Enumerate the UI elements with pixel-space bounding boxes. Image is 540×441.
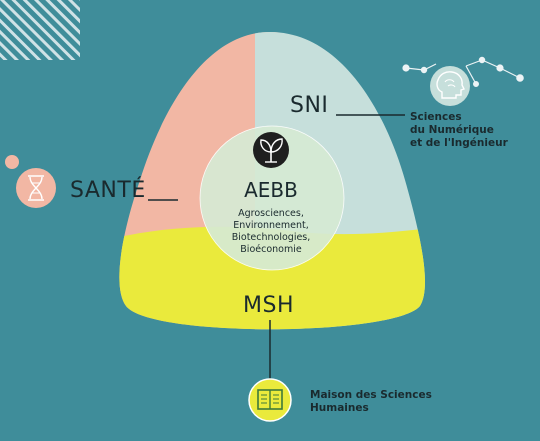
sni-label: SNI (290, 93, 328, 118)
sni-desc-line-3: et de l'Ingénieur (410, 137, 509, 149)
aebb-line-2: Environnement, (233, 220, 309, 231)
dna-hourglass-icon (5, 155, 56, 208)
msh-label: MSH (243, 293, 294, 318)
decorative-stripes (0, 0, 80, 60)
aebb-circle (199, 125, 345, 271)
sprout-icon (253, 132, 289, 168)
brain-head-icon (402, 56, 524, 106)
aebb-title: AEBB (244, 178, 298, 202)
aebb-line-1: Agrosciences, (238, 208, 304, 219)
sni-desc-line-1: Sciences (410, 111, 462, 123)
msh-desc-line-2: Humaines (310, 402, 369, 414)
sni-desc-line-2: du Numérique (410, 124, 494, 136)
aebb-line-3: Biotechnologies, (232, 232, 311, 243)
sante-label: SANTÉ (70, 177, 146, 203)
msh-desc-line-1: Maison des Sciences (310, 389, 432, 401)
aebb-line-4: Bioéconomie (240, 244, 302, 255)
book-icon (248, 378, 292, 422)
